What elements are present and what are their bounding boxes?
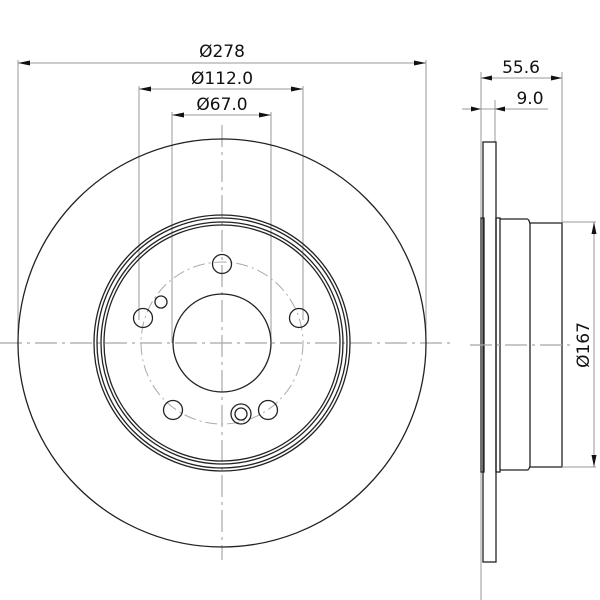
arrow-icon — [18, 60, 30, 66]
outer-disc-edge — [17, 138, 427, 548]
arrow-icon — [414, 60, 426, 66]
dim-label-hat-diameter: Ø167 — [574, 322, 594, 368]
arrow-icon — [471, 106, 481, 112]
dim-label-bore-diameter: Ø67.0 — [196, 95, 247, 115]
dim-label-hub-diameter: Ø112.0 — [191, 69, 253, 89]
hub-ring-outer — [93, 214, 351, 472]
arrow-icon — [259, 112, 271, 118]
hub-ring-inner — [103, 224, 341, 462]
locating-hole-inner — [234, 407, 248, 421]
hub-ring-3 — [100, 221, 344, 465]
dim-label-disc-thickness: 9.0 — [516, 89, 543, 109]
arrow-icon — [495, 106, 505, 112]
arrow-icon — [551, 75, 562, 81]
center-bore — [172, 293, 272, 393]
dim-label-outer-diameter: Ø278 — [199, 42, 245, 62]
arrow-icon — [139, 86, 151, 92]
hub-ring-2 — [96, 217, 348, 469]
hat-step-profile — [500, 218, 531, 471]
arrow-icon — [591, 222, 597, 234]
arrow-icon — [481, 75, 492, 81]
bolt-hole — [288, 307, 310, 329]
front-view: Ø278 Ø112.0 Ø67.0 — [0, 42, 452, 560]
arrow-icon — [172, 112, 184, 118]
bolt-hole — [211, 253, 233, 275]
bolt-hole — [162, 399, 184, 421]
arrow-icon — [591, 455, 597, 467]
disc-plate-profile — [482, 141, 497, 563]
side-view: 55.6 9.0 Ø167 — [462, 58, 597, 600]
bolt-hole — [257, 399, 279, 421]
bolt-hole — [132, 307, 154, 329]
small-hole — [154, 295, 168, 309]
dim-label-total-height: 55.6 — [502, 58, 540, 78]
bolt-circle — [140, 261, 304, 425]
locating-hole-outer — [230, 403, 252, 425]
arrow-icon — [291, 86, 303, 92]
